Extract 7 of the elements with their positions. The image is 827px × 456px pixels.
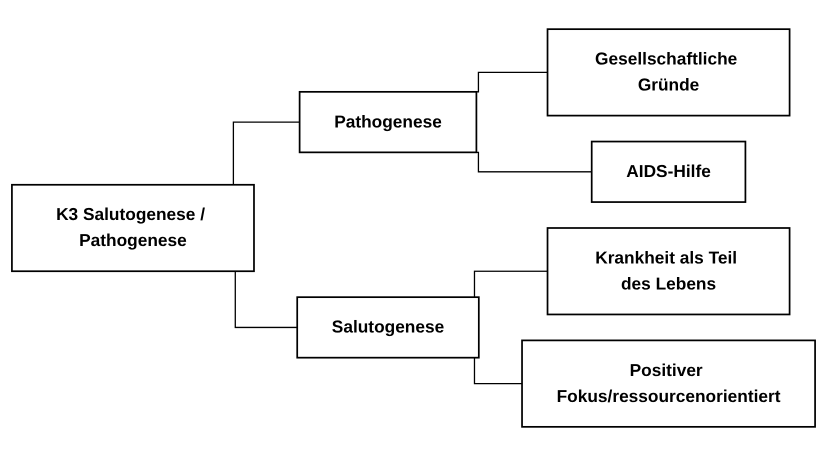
node-box: Salutogenese	[296, 296, 480, 359]
node-box: Positiver Fokus/ressourcenorientiert	[521, 340, 816, 428]
node-box: Pathogenese	[298, 90, 478, 154]
node-box: AIDS-Hilfe	[590, 140, 746, 203]
node-box: Gesellschaftliche Gründe	[546, 28, 790, 116]
node-box: Krankheit als Teil des Lebens	[546, 227, 790, 316]
node-box: K3 Salutogenese / Pathogenese	[11, 184, 255, 272]
